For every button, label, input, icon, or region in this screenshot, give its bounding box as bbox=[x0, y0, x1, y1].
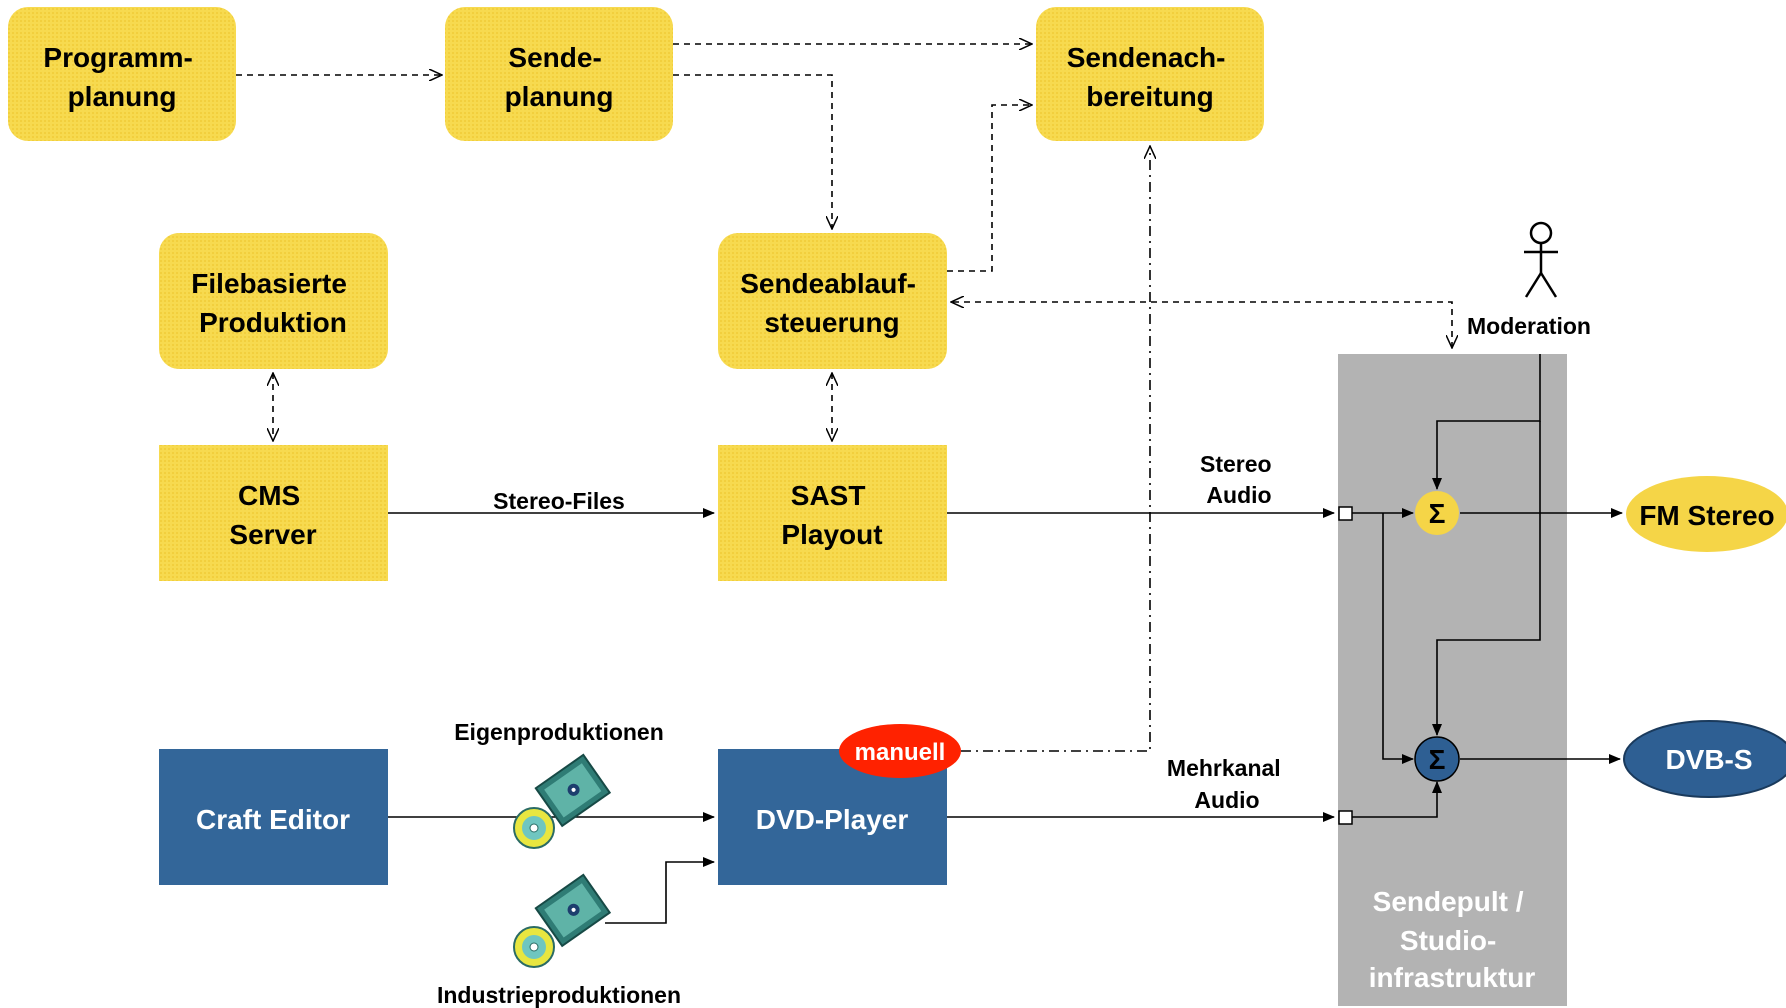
svg-text:Filebasierte Produktion: Filebasierte Produktion bbox=[191, 268, 354, 338]
node-sast-playout[interactable]: SAST Playout bbox=[718, 445, 947, 581]
svg-text:FM Stereo: FM Stereo bbox=[1639, 500, 1774, 531]
edge-manuell-to-nachbereitung bbox=[961, 146, 1150, 752]
svg-text:SAST Playout: SAST Playout bbox=[781, 480, 882, 550]
svg-text:DVD-Player: DVD-Player bbox=[756, 804, 909, 835]
label-stereo-audio: Stereo Audio bbox=[1200, 451, 1278, 508]
svg-text:Σ: Σ bbox=[1429, 744, 1446, 775]
svg-text:Programm- planung: Programm- planung bbox=[43, 42, 200, 112]
edge-sendeplanung-to-ablaufsteuerung bbox=[673, 74, 832, 229]
label-moderation: Moderation bbox=[1467, 313, 1591, 339]
wire-moderation-to-sum2 bbox=[1432, 421, 1541, 736]
wire-moderation-to-sum1 bbox=[1432, 354, 1541, 490]
sum-node-fm: Σ bbox=[1415, 491, 1459, 535]
node-sendeplanung[interactable]: Sende- planung bbox=[445, 7, 673, 141]
svg-text:DVB-S: DVB-S bbox=[1665, 744, 1752, 775]
sum-node-dvb: Σ bbox=[1414, 736, 1460, 782]
dvd-disc-icon bbox=[513, 926, 555, 968]
svg-text:Sende- planung: Sende- planung bbox=[505, 42, 614, 112]
node-sendenachbereitung[interactable]: Sendenach- bereitung bbox=[1036, 7, 1264, 141]
edge-industrie-to-dvd bbox=[605, 857, 715, 924]
sendepult-panel bbox=[1338, 354, 1567, 1006]
person-icon bbox=[1524, 221, 1558, 298]
node-cms-server[interactable]: CMS Server bbox=[159, 445, 388, 581]
console-input-mehrkanal bbox=[1338, 810, 1353, 825]
svg-text:manuell: manuell bbox=[855, 739, 946, 766]
dvd-case-icon bbox=[534, 873, 612, 948]
manuell-badge: manuell bbox=[839, 724, 961, 778]
node-craft-editor[interactable]: Craft Editor bbox=[159, 749, 388, 885]
svg-text:Craft Editor: Craft Editor bbox=[196, 804, 350, 835]
edge-moderation-ablaufsteuerung bbox=[951, 302, 1452, 348]
output-dvb-s: DVB-S bbox=[1623, 720, 1786, 798]
label-eigenproduktionen: Eigenproduktionen bbox=[454, 719, 664, 745]
wire-mehrkanal-to-sum2 bbox=[1352, 781, 1442, 818]
svg-text:Sendeablauf- steuerung: Sendeablauf- steuerung bbox=[740, 268, 924, 338]
label-mehrkanal-audio: Mehrkanal Audio bbox=[1167, 755, 1287, 813]
label-industrieproduktionen: Industrieproduktionen bbox=[437, 982, 681, 1008]
svg-text:Sendenach- bereitung: Sendenach- bereitung bbox=[1067, 42, 1233, 112]
wire-stereo-to-sum2 bbox=[1382, 513, 1414, 764]
node-filebasierte-produktion[interactable]: Filebasierte Produktion bbox=[159, 233, 388, 369]
dvd-disc-icon bbox=[513, 807, 555, 849]
dvd-case-icon bbox=[534, 753, 612, 828]
sendepult-label: Sendepult / Studio- infrastruktur bbox=[1369, 886, 1536, 993]
console-input-stereo bbox=[1338, 506, 1353, 521]
node-programmplanung[interactable]: Programm- planung bbox=[8, 7, 236, 141]
svg-text:CMS Server: CMS Server bbox=[229, 480, 316, 550]
label-stereo-files: Stereo-Files bbox=[493, 488, 625, 514]
output-fm-stereo: FM Stereo bbox=[1626, 476, 1786, 552]
svg-text:Σ: Σ bbox=[1429, 498, 1446, 529]
edge-ablaufsteuerung-to-nachbereitung bbox=[947, 105, 1032, 272]
node-sendeablaufsteuerung[interactable]: Sendeablauf- steuerung bbox=[718, 233, 947, 369]
